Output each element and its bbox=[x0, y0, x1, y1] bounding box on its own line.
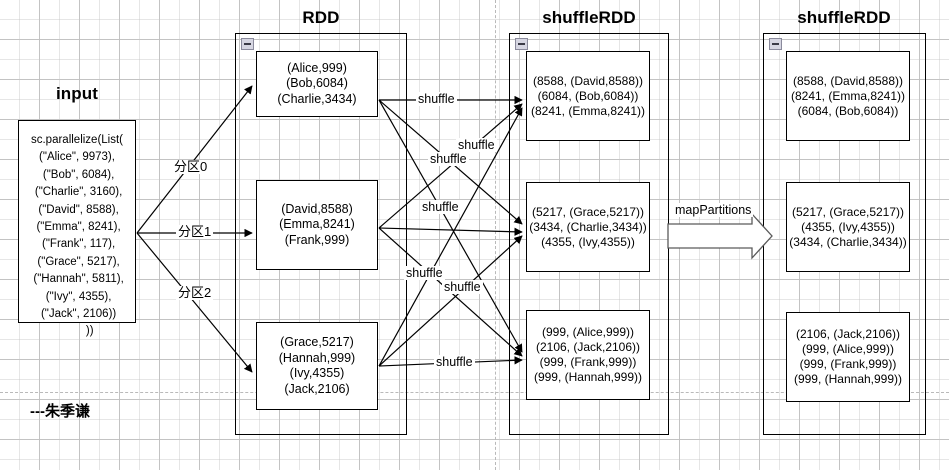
cell-text: (Jack,2106) bbox=[284, 381, 350, 396]
cell-text: (6084, (Bob,6084)) bbox=[797, 103, 899, 118]
cell-text: (2106, (Jack,2106)) bbox=[535, 340, 641, 354]
edge-label-partition-0: 分区0 bbox=[172, 159, 210, 174]
horizontal-guideline bbox=[0, 392, 949, 393]
edge-label-shuffle-4: shuffle bbox=[404, 266, 445, 280]
author-watermark: ---朱季谦 bbox=[30, 403, 90, 420]
column-title-shufflerdd-1: shuffleRDD bbox=[542, 8, 636, 27]
cell-text: (David,8588) bbox=[281, 201, 353, 216]
shufflerdd-1-partition-2: (999, (Alice,999)) (2106, (Jack,2106)) (… bbox=[526, 310, 650, 400]
column-title-rdd: RDD bbox=[302, 8, 340, 27]
cell-text: (999, (Hannah,999)) bbox=[533, 370, 643, 384]
vertical-guideline bbox=[495, 0, 496, 470]
cell-text: (5217, (Grace,5217)) bbox=[791, 204, 905, 219]
edge-label-shuffle-1: shuffle bbox=[456, 138, 497, 152]
cell-text: (3434, (Charlie,3434)) bbox=[789, 234, 907, 249]
cell-text: (Grace,5217) bbox=[280, 335, 354, 349]
cell-text: (4355, (Ivy,4355)) bbox=[541, 234, 635, 249]
cell-text: (Ivy,4355) bbox=[289, 366, 345, 380]
cell-text: (999, (Frank,999)) bbox=[539, 355, 637, 369]
shufflerdd-1-partition-1: (5217, (Grace,5217)) (3434, (Charlie,343… bbox=[526, 182, 650, 272]
cell-text: (Alice,999) bbox=[287, 60, 347, 75]
cell-text: (Frank,999) bbox=[284, 232, 350, 247]
cell-text: (8588, (David,8588)) bbox=[792, 73, 904, 88]
rdd-partition-1: (David,8588) (Emma,8241) (Frank,999) bbox=[256, 180, 378, 270]
edge-label-partition-1: 分区1 bbox=[176, 224, 214, 239]
rdd-partition-0: (Alice,999) (Bob,6084) (Charlie,3434) bbox=[256, 51, 378, 117]
cell-text: (3434, (Charlie,3434)) bbox=[529, 219, 647, 234]
cell-text: (Charlie,3434) bbox=[277, 91, 357, 106]
cell-text: (999, (Frank,999)) bbox=[799, 357, 897, 371]
shufflerdd-2-partition-2: (2106, (Jack,2106)) (999, (Alice,999)) (… bbox=[786, 312, 910, 402]
collapse-icon-shufflerdd-2[interactable] bbox=[769, 38, 782, 50]
cell-text: (2106, (Jack,2106)) bbox=[795, 327, 901, 341]
edge-label-map-partitions: mapPartitions bbox=[673, 203, 754, 217]
column-title-input: input bbox=[55, 84, 99, 103]
input-code-box: sc.parallelize(List( ("Alice", 9973), ("… bbox=[18, 120, 136, 337]
edge-label-shuffle-6: shuffle bbox=[434, 355, 475, 369]
cell-text: (Hannah,999) bbox=[278, 350, 356, 365]
cell-text: (8241, (Emma,8241)) bbox=[530, 103, 646, 118]
edge-label-shuffle-2: shuffle bbox=[428, 152, 469, 166]
shufflerdd-2-partition-0: (8588, (David,8588)) (8241, (Emma,8241))… bbox=[786, 51, 910, 141]
collapse-icon-rdd[interactable] bbox=[241, 38, 254, 50]
rdd-partition-2: (Grace,5217) (Hannah,999) (Ivy,4355) (Ja… bbox=[256, 322, 378, 410]
cell-text: (999, (Alice,999)) bbox=[801, 342, 895, 356]
edge-label-shuffle-5: shuffle bbox=[442, 280, 483, 294]
shufflerdd-2-partition-1: (5217, (Grace,5217)) (4355, (Ivy,4355)) … bbox=[786, 182, 910, 272]
edge-label-shuffle-0: shuffle bbox=[416, 92, 457, 106]
collapse-icon-shufflerdd-1[interactable] bbox=[515, 38, 528, 50]
cell-text: (4355, (Ivy,4355)) bbox=[801, 219, 895, 234]
cell-text: (5217, (Grace,5217)) bbox=[531, 204, 645, 219]
shufflerdd-1-partition-0: (8588, (David,8588)) (6084, (Bob,6084)) … bbox=[526, 51, 650, 141]
column-title-shufflerdd-2: shuffleRDD bbox=[797, 8, 891, 27]
edge-label-partition-2: 分区2 bbox=[176, 285, 214, 300]
cell-text: (8588, (David,8588)) bbox=[532, 73, 644, 88]
map-partitions-block-arrow bbox=[667, 212, 773, 260]
cell-text: (Emma,8241) bbox=[279, 217, 355, 232]
edge-label-shuffle-3: shuffle bbox=[420, 200, 461, 214]
cell-text: (6084, (Bob,6084)) bbox=[537, 88, 639, 103]
cell-text: (999, (Hannah,999)) bbox=[793, 372, 903, 386]
cell-text: (Bob,6084) bbox=[286, 76, 348, 91]
cell-text: (8241, (Emma,8241)) bbox=[790, 88, 906, 103]
cell-text: (999, (Alice,999)) bbox=[541, 325, 635, 339]
